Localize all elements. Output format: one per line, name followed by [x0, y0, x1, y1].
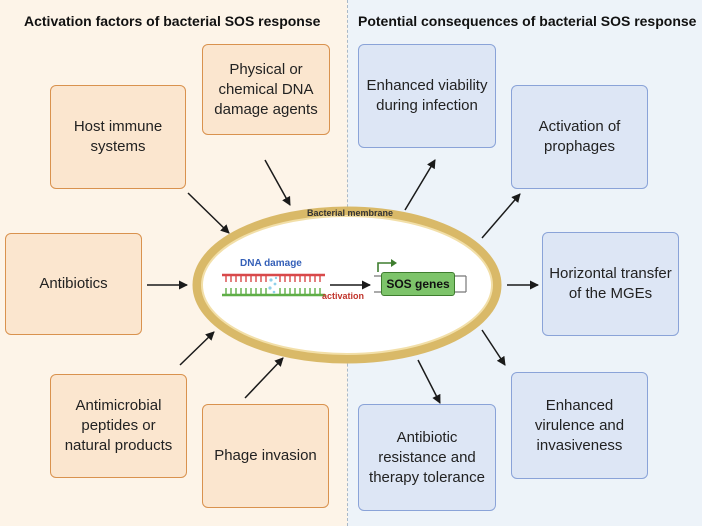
arrow-antimicrobial: [179, 331, 215, 366]
membrane-inner-highlight: [201, 215, 493, 355]
consequence-enhanced-viability: Enhanced viability during infection: [358, 44, 496, 148]
factor-host-immune-systems: Host immune systems: [50, 85, 186, 189]
consequence-virulence: Enhanced virulence and invasiveness: [511, 372, 648, 479]
factor-antimicrobial-peptides: Antimicrobial peptides or natural produc…: [50, 374, 187, 478]
arrow-phage-invasion: [244, 357, 284, 399]
arrow-virulence: [481, 329, 506, 366]
arrow-dna-damage-agents: [264, 159, 291, 206]
consequence-horizontal-transfer: Horizontal transfer of the MGEs: [542, 232, 679, 336]
membrane-label: Bacterial membrane: [306, 208, 394, 218]
consequence-antibiotic-resistance: Antibiotic resistance and therapy tolera…: [358, 404, 496, 511]
arrow-prophages: [481, 193, 521, 239]
activation-factors-heading: Activation factors of bacterial SOS resp…: [24, 13, 321, 29]
consequence-prophage-activation: Activation of prophages: [511, 85, 648, 189]
dna-damage-icon: [222, 273, 325, 297]
arrow-host-immune: [187, 192, 230, 234]
sos-genes-box: SOS genes: [381, 272, 455, 296]
arrow-antibiotic-resistance: [417, 359, 441, 404]
factor-antibiotics: Antibiotics: [5, 233, 142, 335]
arrow-enhanced-viability: [404, 159, 436, 211]
activation-label: activation: [322, 291, 365, 301]
factor-phage-invasion: Phage invasion: [202, 404, 329, 508]
consequences-heading: Potential consequences of bacterial SOS …: [358, 13, 697, 29]
dna-damage-label: DNA damage: [240, 258, 302, 269]
factor-dna-damage-agents: Physical or chemical DNA damage agents: [202, 44, 330, 135]
